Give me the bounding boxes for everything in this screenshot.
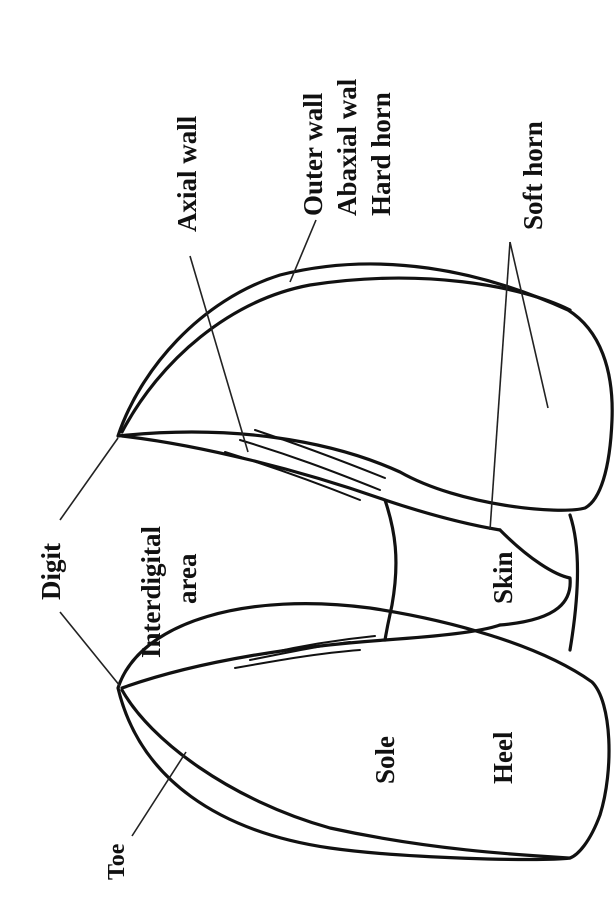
- label-sole: Sole: [370, 736, 400, 784]
- axial-wall-leader: [190, 256, 248, 452]
- upper-claw-axial-hatch-1: [240, 440, 380, 490]
- soft-horn-leader-2: [510, 242, 548, 408]
- label-axial-wall: Axial wall: [172, 115, 202, 232]
- digit-leader-lower: [60, 612, 120, 686]
- interdigital-skin-outline: [385, 500, 396, 640]
- upper-claw-axial-hatch-2: [255, 430, 385, 478]
- digit-leader-upper: [60, 438, 118, 520]
- label-outer-wall: Outer wall: [298, 92, 328, 216]
- label-toe: Toe: [104, 843, 130, 880]
- label-hard-horn: Hard horn: [366, 92, 396, 216]
- upper-claw-outline: [118, 264, 612, 510]
- label-soft-horn: Soft horn: [518, 121, 548, 230]
- upper-claw-axial-hatch-3: [225, 452, 360, 500]
- toe-leader: [132, 752, 186, 836]
- label-digit: Digit: [36, 543, 66, 600]
- label-skin: Skin: [488, 551, 518, 604]
- label-abaxial-wall: Abaxial wal: [332, 78, 362, 216]
- outer-wall-leader: [290, 220, 316, 282]
- label-heel: Heel: [488, 731, 518, 784]
- label-interdigital-line2: area: [172, 553, 202, 604]
- label-interdigital-line1: Interdigital: [136, 526, 166, 658]
